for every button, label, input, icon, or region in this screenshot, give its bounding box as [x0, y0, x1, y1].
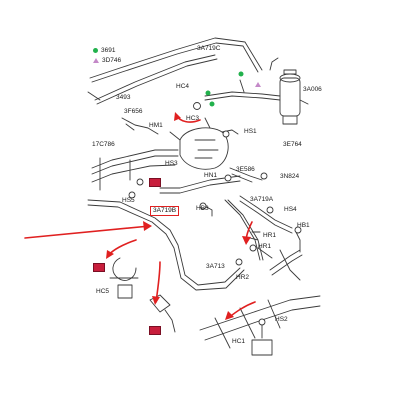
red-marker-hc5	[93, 263, 105, 272]
pipe-3A719C	[89, 37, 263, 79]
label-HS2: HS2	[275, 316, 288, 323]
purple-triangle-marker	[255, 82, 261, 87]
legend-purple-label: 3D746	[102, 57, 122, 64]
label-3A006: 3A006	[303, 86, 322, 93]
green-dot-marker	[238, 71, 244, 77]
label-HM1: HM1	[149, 122, 163, 129]
label-HS4: HS4	[284, 206, 297, 213]
clamp-hc3	[193, 102, 201, 110]
label-3A719A: 3A719A	[250, 196, 274, 203]
reservoir-3A006	[279, 77, 301, 117]
label-3N824: 3N824	[280, 173, 300, 180]
legend-green-item: 3691	[93, 47, 115, 54]
green-dot-icon	[93, 48, 98, 53]
label-HB3: HB3	[196, 205, 209, 212]
label-3493: 3493	[116, 94, 131, 101]
label-HR1-lower: HR1	[258, 243, 272, 250]
green-dot-marker	[209, 101, 215, 107]
green-dot-marker	[205, 90, 211, 96]
label-HS1: HS1	[244, 128, 257, 135]
label-17C786: 17C786	[92, 141, 115, 148]
steering-rack	[199, 295, 321, 331]
label-HR1-upper: HR1	[263, 232, 277, 239]
label-3E586: 3E586	[236, 166, 255, 173]
red-marker-hs3	[149, 178, 161, 187]
label-HC5: HC5	[96, 288, 110, 295]
label-HC4: HC4	[176, 83, 190, 90]
callout-3A719B: 3A719B	[150, 206, 180, 216]
legend-green-label: 3691	[101, 47, 116, 54]
legend-purple-item: 3D746	[93, 57, 121, 64]
label-HC1: HC1	[232, 338, 246, 345]
red-arrow-main	[24, 225, 151, 239]
label-HS5: HS5	[122, 197, 135, 204]
label-HS3: HS3	[165, 160, 178, 167]
label-3E764: 3E764	[283, 141, 302, 148]
purple-triangle-icon	[93, 58, 99, 63]
label-3F656: 3F656	[124, 108, 143, 115]
label-HC3: HC3	[186, 115, 200, 122]
label-HR2: HR2	[236, 274, 250, 281]
label-HB1: HB1	[297, 222, 310, 229]
label-HN1: HN1	[204, 172, 218, 179]
label-3A713: 3A713	[206, 263, 225, 270]
red-marker-lower	[149, 326, 161, 335]
hose-3A719B	[87, 199, 241, 286]
pump-body	[179, 127, 229, 170]
label-3A719C: 3A719C	[197, 45, 221, 52]
